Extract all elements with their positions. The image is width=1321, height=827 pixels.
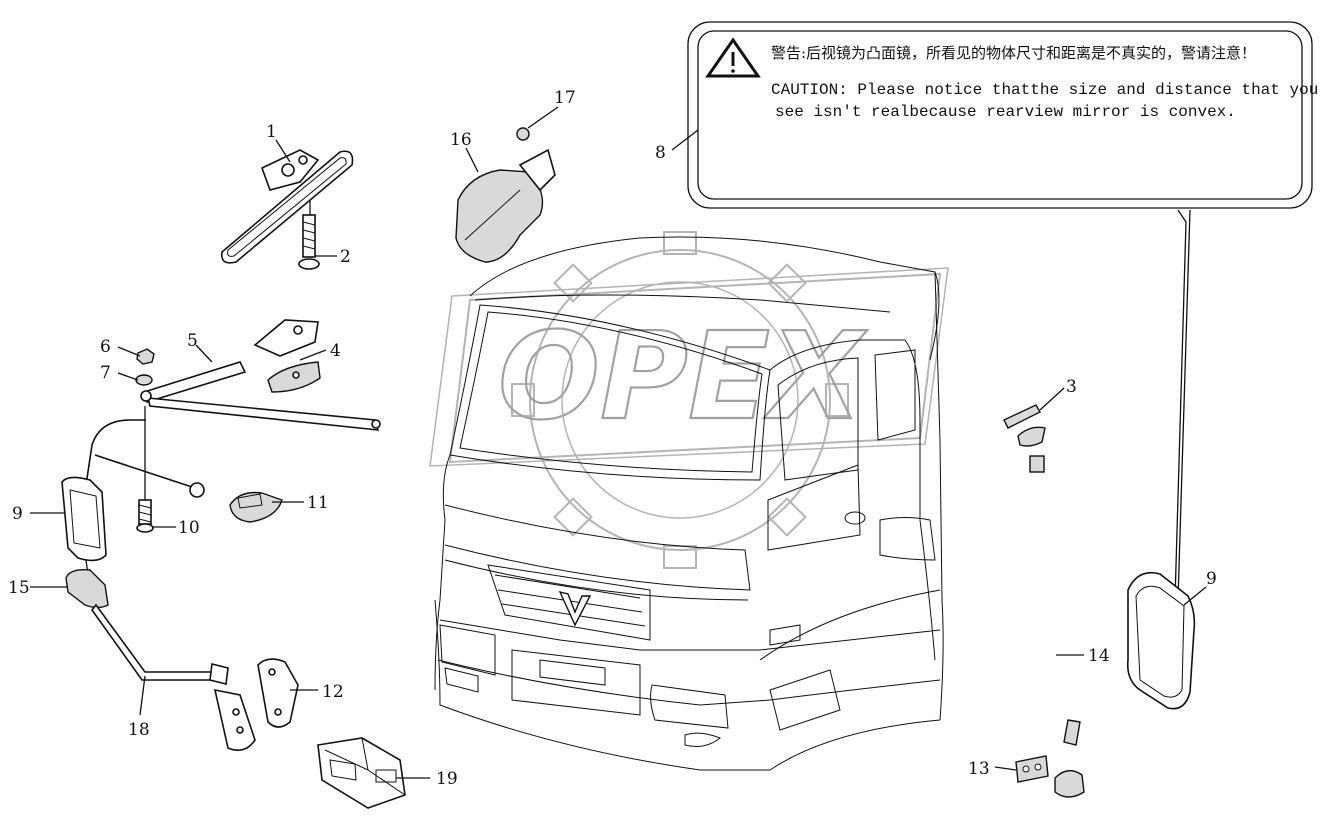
warning-triangle-icon — [705, 37, 761, 78]
callout-13: 13 — [968, 759, 990, 779]
callout-labels: 1 2 3 4 5 6 7 8 9 9 10 11 12 13 14 15 16… — [8, 88, 1217, 789]
callout-9-left: 9 — [12, 504, 23, 524]
part-mirror-9-left — [61, 419, 205, 576]
truck-cab — [434, 236, 944, 771]
callout-4: 4 — [330, 341, 341, 361]
warning-text-en-line1: CAUTION: Please notice thatthe size and … — [771, 81, 1318, 99]
part-bolt-10 — [136, 406, 154, 533]
part-nut-17 — [516, 127, 530, 141]
callout-8: 8 — [655, 143, 666, 163]
part-lower-mirror-15 — [65, 568, 109, 609]
callout-9-right: 9 — [1206, 569, 1217, 589]
callout-2: 2 — [340, 247, 351, 267]
brand-logo-icon — [558, 590, 592, 627]
part-arm-18 — [90, 603, 256, 751]
callout-16: 16 — [450, 130, 472, 150]
callout-11: 11 — [307, 493, 329, 513]
part-interior-mirror — [220, 149, 354, 264]
warning-text-cn: 警告:后视镜为凸面镜，所看见的物体尺寸和距离是不真实的，警请注意！ — [771, 44, 1256, 62]
watermark-text: OPEX — [498, 308, 868, 447]
callout-6: 6 — [100, 337, 111, 357]
part-cover-11 — [229, 491, 283, 523]
callout-15: 15 — [8, 578, 30, 598]
part-nut-6 — [136, 348, 155, 365]
part-rod-5 — [140, 361, 381, 431]
part-clip-3 — [1003, 404, 1046, 447]
watermark-logo: OPEX — [429, 231, 949, 569]
callout-14: 14 — [1088, 646, 1110, 666]
leader-lines — [30, 106, 1207, 779]
part-clip-4 — [253, 319, 321, 393]
part-screw-2 — [298, 214, 320, 270]
part-mirror-9-right — [1126, 209, 1196, 710]
callout-7: 7 — [100, 363, 111, 383]
warning-text-en-line2: see isn't realbecause rearview mirror is… — [775, 103, 1236, 121]
part-washer-7 — [135, 374, 153, 386]
callout-10: 10 — [178, 518, 200, 538]
callout-18: 18 — [128, 720, 150, 740]
part-hose-14 — [1029, 455, 1081, 748]
callout-5: 5 — [187, 331, 198, 351]
callout-12: 12 — [322, 682, 344, 702]
part-plate-13 — [1015, 755, 1085, 798]
callout-3: 3 — [1066, 377, 1077, 397]
callout-17: 17 — [554, 88, 576, 108]
part-switch-19 — [317, 737, 406, 809]
callout-19: 19 — [436, 769, 458, 789]
warning-label: 警告:后视镜为凸面镜，所看见的物体尺寸和距离是不真实的，警请注意！ CAUTIO… — [687, 21, 1318, 209]
callout-1: 1 — [266, 122, 277, 142]
part-mirror-cover-16 — [455, 148, 556, 263]
part-gasket-12 — [257, 658, 299, 728]
